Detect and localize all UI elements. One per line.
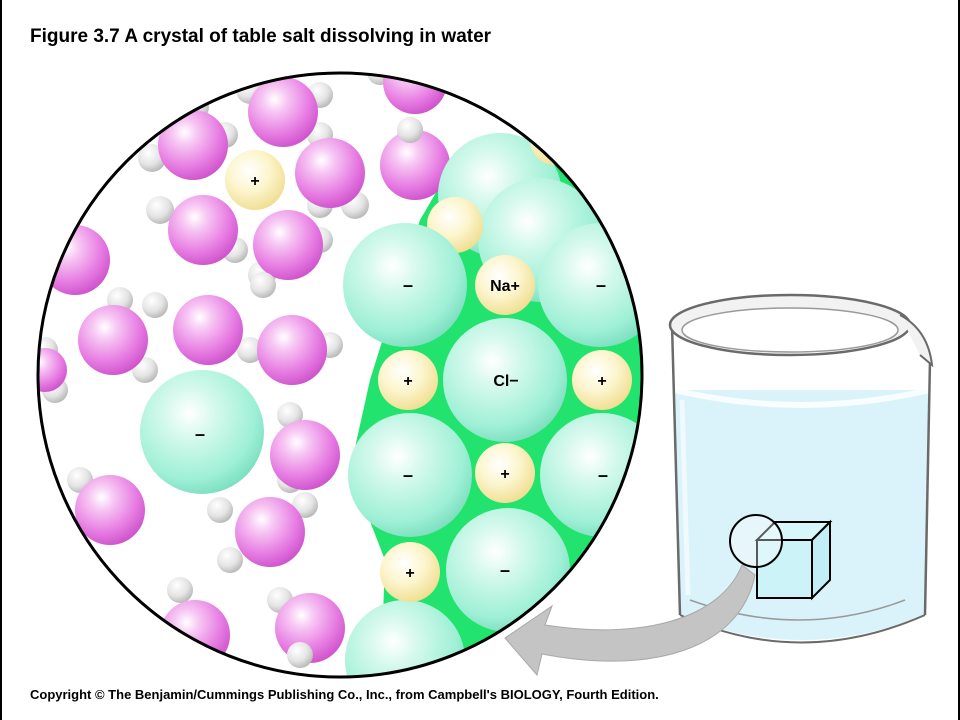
chloride-ion-free <box>140 370 264 494</box>
sodium-charge-label: + <box>597 373 606 390</box>
chloride-charge-label: – <box>596 275 606 295</box>
dissolved-ions <box>140 150 285 494</box>
beaker-left-wall <box>670 324 682 616</box>
selection-circle <box>729 514 783 568</box>
sodium-ion-label: Na+ <box>490 278 520 295</box>
chloride-charge-label: – <box>403 465 413 485</box>
sodium-charge-label: + <box>250 173 259 190</box>
curved-arrow <box>504 564 756 677</box>
sodium-ion-free <box>225 150 285 210</box>
chloride-ion-label: Cl− <box>493 373 518 390</box>
sodium-ion <box>475 255 535 315</box>
chloride-ion <box>348 413 472 537</box>
chloride-ion <box>345 600 465 677</box>
sodium-ion <box>475 443 535 503</box>
magnified-view: + – – – Na+ Cl− + + – + – + – <box>38 73 642 677</box>
magnifier-outline <box>36 71 644 679</box>
salt-crystal-cube <box>754 519 833 601</box>
left-border <box>0 0 2 720</box>
beaker-right-wall <box>923 359 932 616</box>
copyright-credit: Copyright © The Benjamin/Cummings Publis… <box>30 687 659 702</box>
chloride-charge-label: – <box>403 275 413 295</box>
charge-labels: + – – – Na+ Cl− + + – + – + – <box>195 173 608 582</box>
chloride-ion <box>443 318 567 442</box>
sodium-ion <box>380 542 440 602</box>
sodium-ion <box>572 350 632 410</box>
beaker-spout <box>899 314 934 368</box>
chloride-charge-label: – <box>500 560 510 580</box>
water-molecules <box>38 73 450 670</box>
sodium-charge-label: + <box>405 565 414 582</box>
chloride-charge-label: – <box>598 465 608 485</box>
figure-title: Figure 3.7 A crystal of table salt disso… <box>30 26 492 47</box>
hydrogen-atoms-front <box>250 117 423 668</box>
sodium-charge-label: + <box>500 466 509 483</box>
sodium-ion <box>378 350 438 410</box>
chloride-charge-label: – <box>195 424 205 444</box>
right-border <box>958 0 960 720</box>
sodium-charge-label: + <box>403 373 412 390</box>
chloride-ion <box>343 223 467 347</box>
